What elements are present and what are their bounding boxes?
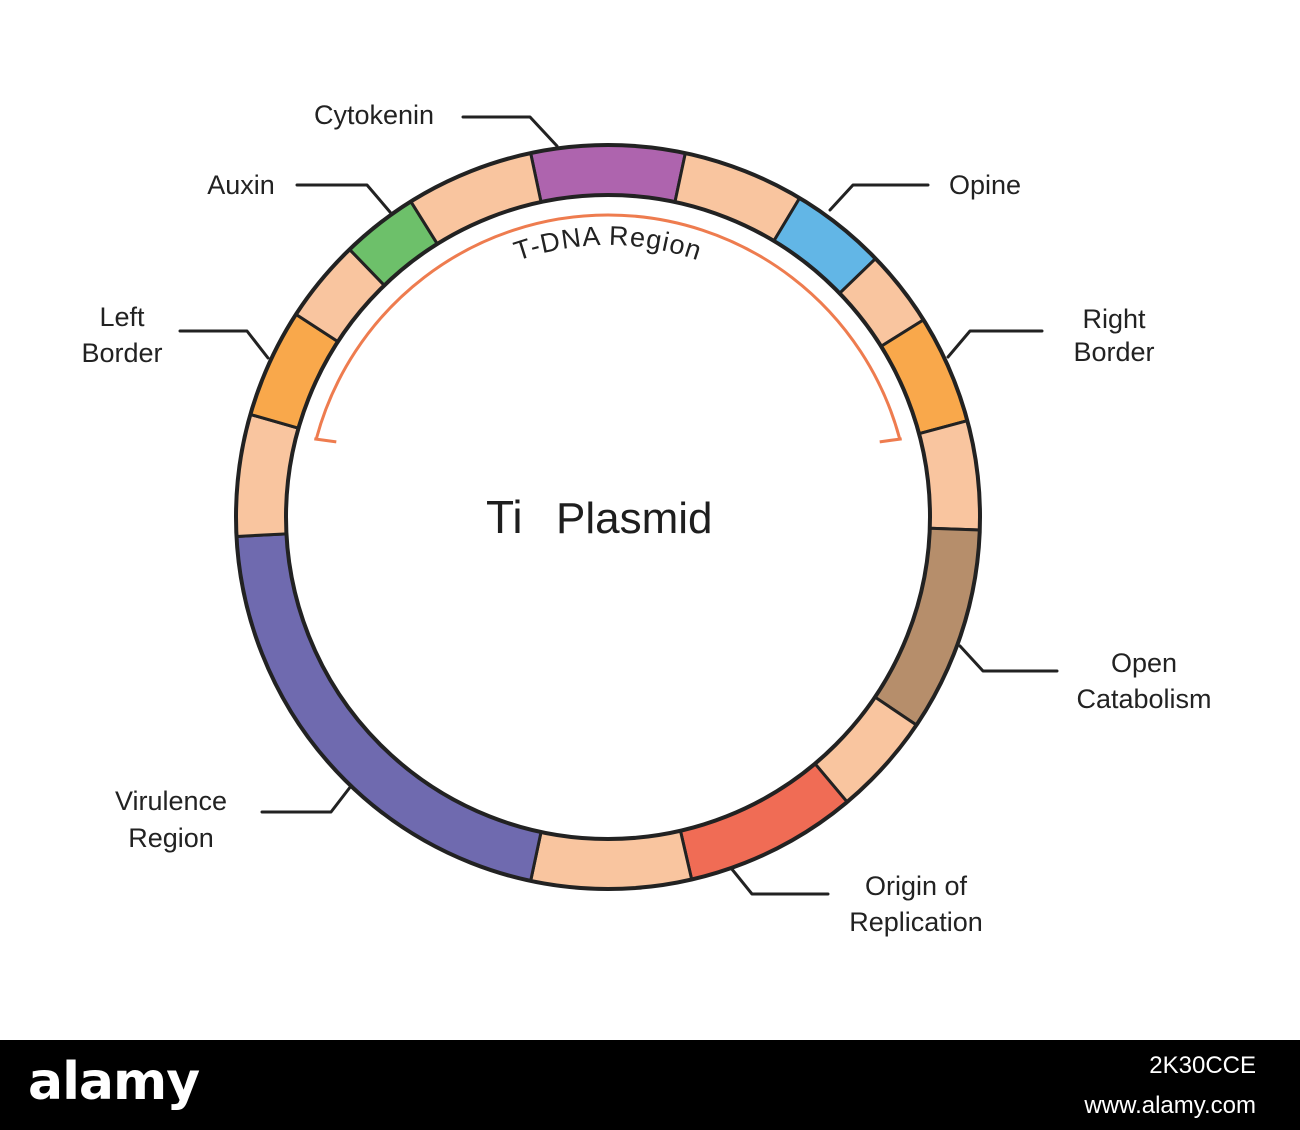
label-line: Border: [1073, 337, 1154, 367]
label-line: Cytokenin: [314, 100, 434, 130]
label-opine: Opine: [949, 170, 1021, 200]
leader-left-border: [178, 329, 270, 360]
ring-inner-edge: [284, 193, 932, 841]
label-line: Left: [99, 302, 145, 332]
label-line: Opine: [949, 170, 1021, 200]
label-line: Auxin: [207, 170, 275, 200]
leader-origin-of-replication: [729, 866, 830, 896]
label-leaders: [178, 115, 1059, 896]
label-line: Replication: [849, 907, 983, 937]
label-line: Region: [128, 823, 214, 853]
plasmid-title-ti: Ti: [486, 491, 523, 543]
leader-auxin: [295, 183, 392, 214]
segment-virulence-region: [235, 532, 543, 883]
leader-right-border: [946, 329, 1044, 359]
brand-logo: alamy: [28, 1052, 200, 1112]
t-dna-right-tick: [879, 437, 902, 444]
t-dna-region-label: T-DNA Region: [510, 221, 706, 267]
label-auxin: Auxin: [207, 170, 275, 200]
t-dna-bracket: [314, 213, 902, 440]
image-id: 2K30CCE: [1149, 1052, 1256, 1079]
site-url: www.alamy.com: [1084, 1092, 1256, 1119]
label-cytokenin: Cytokenin: [314, 100, 434, 130]
plasmid-title-plasmid: Plasmid: [556, 494, 713, 543]
ring-outer-edge: [234, 143, 982, 891]
label-line: Open: [1111, 648, 1177, 678]
label-line: Border: [81, 338, 162, 368]
leader-open-catabolism: [958, 644, 1059, 673]
footer-bar: alamy 2K30CCE www.alamy.com: [0, 1040, 1300, 1130]
label-line: Catabolism: [1076, 684, 1211, 714]
leader-virulence-region: [260, 784, 353, 814]
leader-opine: [828, 183, 930, 212]
label-line: Virulence: [115, 786, 227, 816]
segment-filler-8: [409, 151, 543, 246]
plasmid-ring: [234, 143, 982, 891]
label-line: Right: [1082, 304, 1146, 334]
label-line: Origin of: [865, 871, 968, 901]
leader-cytokenin: [461, 115, 559, 148]
t-dna-left-tick: [314, 437, 337, 444]
label-origin-of-replication: Origin of Replication: [849, 871, 983, 937]
